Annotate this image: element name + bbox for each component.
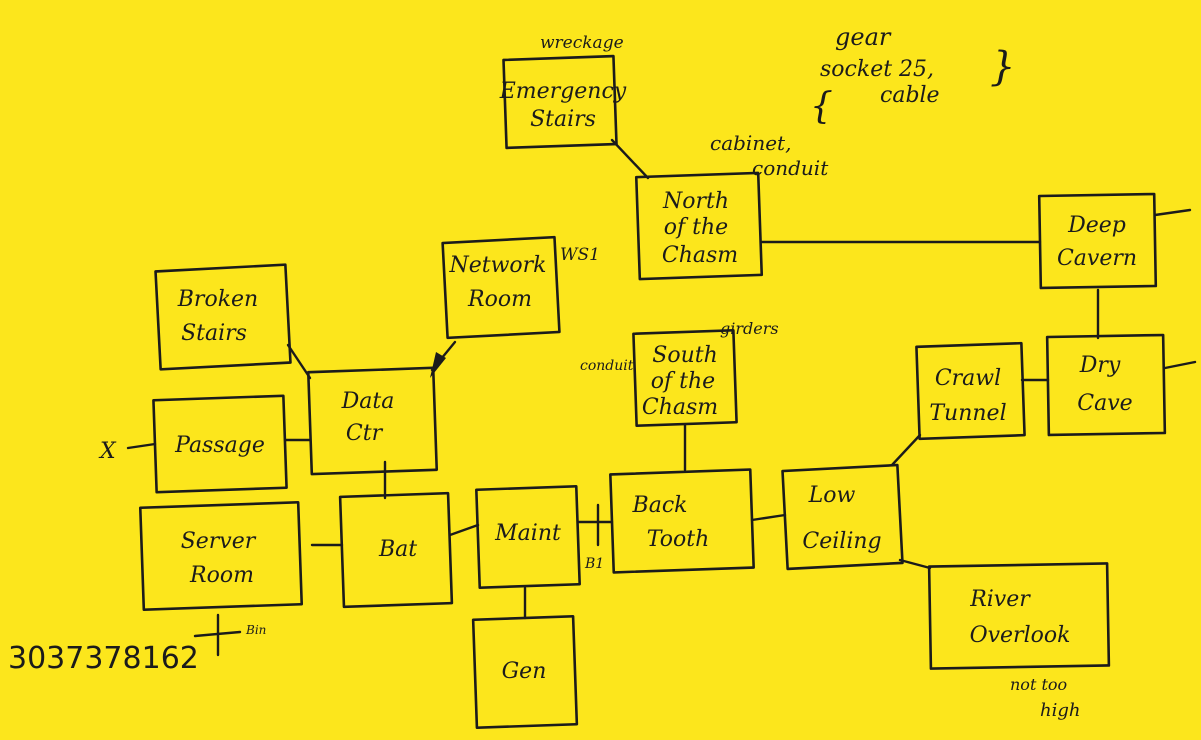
room-label: Stairs	[530, 107, 596, 132]
connections	[126, 138, 1197, 657]
edge-crawl-low	[890, 433, 922, 467]
room-server-room: Server Room	[138, 500, 304, 612]
room-broken-stairs: Broken Stairs	[154, 263, 292, 371]
room-label: of the	[651, 369, 715, 394]
room-emergency-stairs: Emergency Stairs	[499, 54, 627, 150]
note-socket: socket 25,	[820, 57, 934, 82]
room-deep-cavern: Deep Cavern	[1037, 192, 1158, 290]
note-conduit-top: conduit	[752, 156, 829, 180]
room-label: Tunnel	[929, 401, 1006, 426]
room-label: Crawl	[935, 366, 1001, 391]
room-label: Room	[189, 563, 254, 588]
note-not-too: not too	[1010, 675, 1067, 694]
room-label: Data	[341, 389, 395, 414]
room-label: Tooth	[647, 527, 709, 552]
room-river-overlook: River Overlook	[927, 562, 1111, 670]
room-label: Back	[632, 493, 688, 518]
edge-drycave-east	[1163, 360, 1197, 370]
note-x: X	[98, 439, 117, 464]
room-low-ceiling: Low Ceiling	[781, 463, 904, 571]
edge-low-river	[898, 558, 932, 570]
note-phone: 3037378162	[8, 641, 199, 676]
room-bat: Bat	[338, 491, 454, 609]
note-girders: girders	[720, 319, 779, 338]
room-passage: Passage	[152, 394, 288, 494]
edge-stairs-north	[610, 138, 650, 180]
room-label: River	[969, 587, 1031, 612]
room-label: Cave	[1077, 391, 1132, 416]
room-crawl-tunnel: Crawl Tunnel	[915, 341, 1026, 441]
room-north-chasm: North of the Chasm	[634, 171, 764, 281]
room-label: South	[652, 343, 718, 368]
note-high: high	[1040, 700, 1080, 721]
room-network-room: Network Room	[441, 235, 561, 340]
room-label: Overlook	[970, 623, 1071, 648]
note-wreckage: wreckage	[540, 33, 624, 53]
edge-back-low	[750, 513, 787, 522]
room-label: Server	[181, 529, 257, 554]
room-label: Emergency	[499, 79, 627, 104]
room-label: Room	[467, 287, 532, 312]
room-label: Broken	[177, 287, 258, 312]
note-ws1: WS1	[560, 245, 600, 265]
room-label: Passage	[174, 433, 265, 458]
note-b1: B1	[584, 556, 604, 572]
edge-x-passage	[126, 442, 157, 450]
room-maint: Maint	[475, 484, 581, 590]
room-label: Deep	[1067, 213, 1126, 238]
edge-broken-data	[286, 343, 312, 380]
room-dry-cave: Dry Cave	[1045, 333, 1167, 437]
edge-deep-east	[1153, 208, 1192, 217]
room-label: Network	[448, 253, 546, 278]
note-conduit: conduit	[580, 358, 634, 374]
note-bin: Bin	[245, 623, 266, 637]
room-label: Cavern	[1057, 246, 1137, 271]
room-label: Low	[808, 483, 856, 508]
note-brace: }	[990, 44, 1015, 90]
note-cabinet: cabinet,	[710, 131, 791, 155]
annotations: wreckage gear socket 25, cable } { cabin…	[8, 23, 1080, 721]
room-back-tooth: Back Tooth	[609, 468, 755, 574]
edge-bat-maint	[448, 523, 480, 537]
note-brace-left: {	[810, 86, 833, 127]
room-south-chasm: South of the Chasm	[632, 328, 738, 428]
note-gear: gear	[835, 23, 892, 51]
room-label: Bat	[378, 537, 417, 562]
room-label: Stairs	[181, 321, 247, 346]
note-cable: cable	[880, 83, 940, 108]
room-data-center: Data Ctr	[306, 366, 439, 476]
room-label: Dry	[1079, 353, 1121, 378]
room-label: Chasm	[662, 243, 738, 268]
room-label: North	[662, 189, 729, 214]
room-label: Maint	[494, 521, 561, 546]
room-label: of the	[664, 215, 728, 240]
room-label: Ctr	[346, 421, 384, 446]
room-gen: Gen	[471, 614, 579, 730]
room-label: Ceiling	[802, 529, 881, 554]
room-label: Chasm	[642, 395, 718, 420]
room-label: Gen	[502, 659, 547, 684]
